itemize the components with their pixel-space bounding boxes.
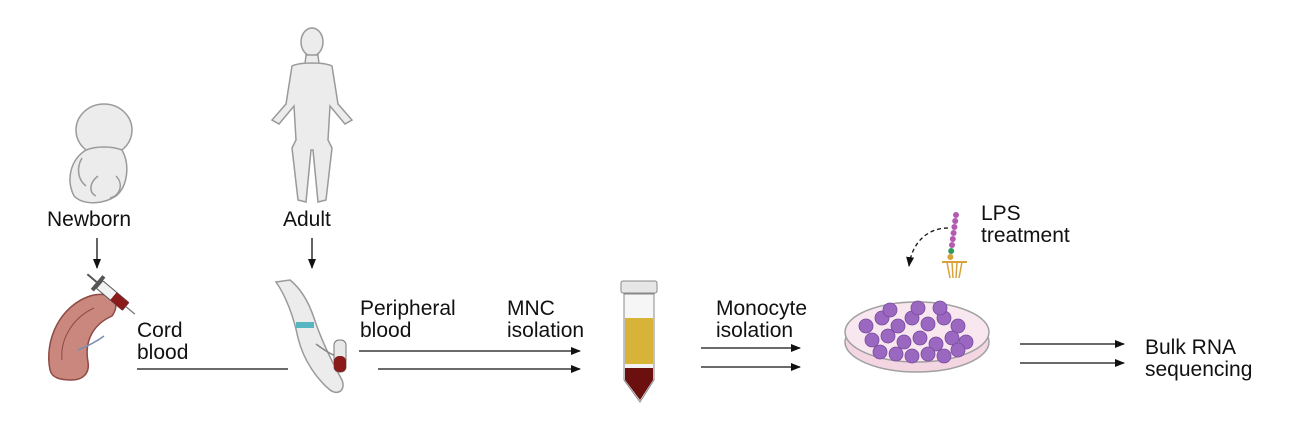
monocyte-cell bbox=[904, 348, 920, 364]
label-monocyte-line2: isolation bbox=[716, 319, 794, 342]
monocyte-cell bbox=[950, 342, 966, 358]
label-newborn: Newborn bbox=[47, 208, 132, 231]
label-mnc-isolation: MNC isolation bbox=[507, 298, 584, 342]
petri-dish-icon bbox=[844, 300, 990, 373]
monocyte-cell bbox=[912, 330, 928, 346]
label-lps-line2: treatment bbox=[981, 224, 1070, 247]
label-peripheral-line1: Peripheral bbox=[360, 297, 456, 320]
lps-sugar-unit bbox=[947, 254, 954, 260]
label-cord-blood-line1: Cord bbox=[137, 319, 183, 342]
lps-sugar-unit bbox=[951, 224, 958, 230]
label-bulk-line2: sequencing bbox=[1145, 358, 1253, 381]
label-cord-blood-line2: blood bbox=[137, 341, 189, 364]
newborn-icon bbox=[69, 103, 133, 204]
lps-sugar-unit bbox=[952, 218, 959, 224]
monocyte-cell bbox=[890, 318, 906, 334]
monocyte-cell bbox=[936, 348, 952, 364]
monocyte-cell bbox=[920, 346, 936, 362]
monocyte-cell bbox=[928, 336, 944, 352]
label-bulk-line1: Bulk RNA bbox=[1145, 336, 1237, 359]
label-mnc-line1: MNC bbox=[507, 297, 555, 320]
label-peripheral-blood: Peripheral blood bbox=[360, 298, 456, 342]
label-monocyte-isolation: Monocyte isolation bbox=[716, 298, 807, 342]
monocyte-cell bbox=[888, 346, 904, 362]
placenta-syringe-icon bbox=[48, 273, 136, 381]
lps-sugar-unit bbox=[953, 212, 959, 218]
label-cord-blood: Cord blood bbox=[137, 320, 188, 364]
monocyte-cell bbox=[880, 328, 896, 344]
lps-sugar-unit bbox=[950, 230, 957, 236]
monocyte-cell bbox=[864, 332, 880, 348]
label-monocyte-line1: Monocyte bbox=[716, 297, 808, 320]
monocyte-cell bbox=[944, 330, 960, 346]
monocyte-cell bbox=[858, 318, 874, 334]
label-lps-treatment: LPS treatment bbox=[981, 203, 1070, 247]
label-lps-line1: LPS bbox=[981, 202, 1021, 225]
lps-molecule-icon bbox=[942, 212, 967, 279]
label-peripheral-line2: blood bbox=[360, 319, 412, 342]
monocyte-cell bbox=[882, 302, 898, 318]
monocyte-cell bbox=[910, 300, 926, 316]
centrifuge-tube-icon bbox=[620, 280, 658, 403]
lps-sugar-unit bbox=[949, 242, 955, 248]
monocyte-cell bbox=[932, 300, 948, 316]
monocyte-cell bbox=[920, 316, 936, 332]
monocyte-cell bbox=[896, 334, 912, 350]
label-adult: Adult bbox=[283, 208, 331, 231]
label-bulk-rna-sequencing: Bulk RNA sequencing bbox=[1145, 337, 1252, 381]
monocyte-cell bbox=[950, 318, 966, 334]
label-mnc-line2: isolation bbox=[507, 319, 585, 342]
lps-sugar-unit bbox=[949, 236, 956, 242]
monocyte-cell bbox=[872, 344, 888, 360]
arm-blood-draw-icon bbox=[274, 279, 347, 394]
lps-sugar-unit bbox=[948, 248, 955, 254]
adult-icon bbox=[270, 27, 354, 203]
lps-dashed-arrow bbox=[906, 227, 949, 267]
